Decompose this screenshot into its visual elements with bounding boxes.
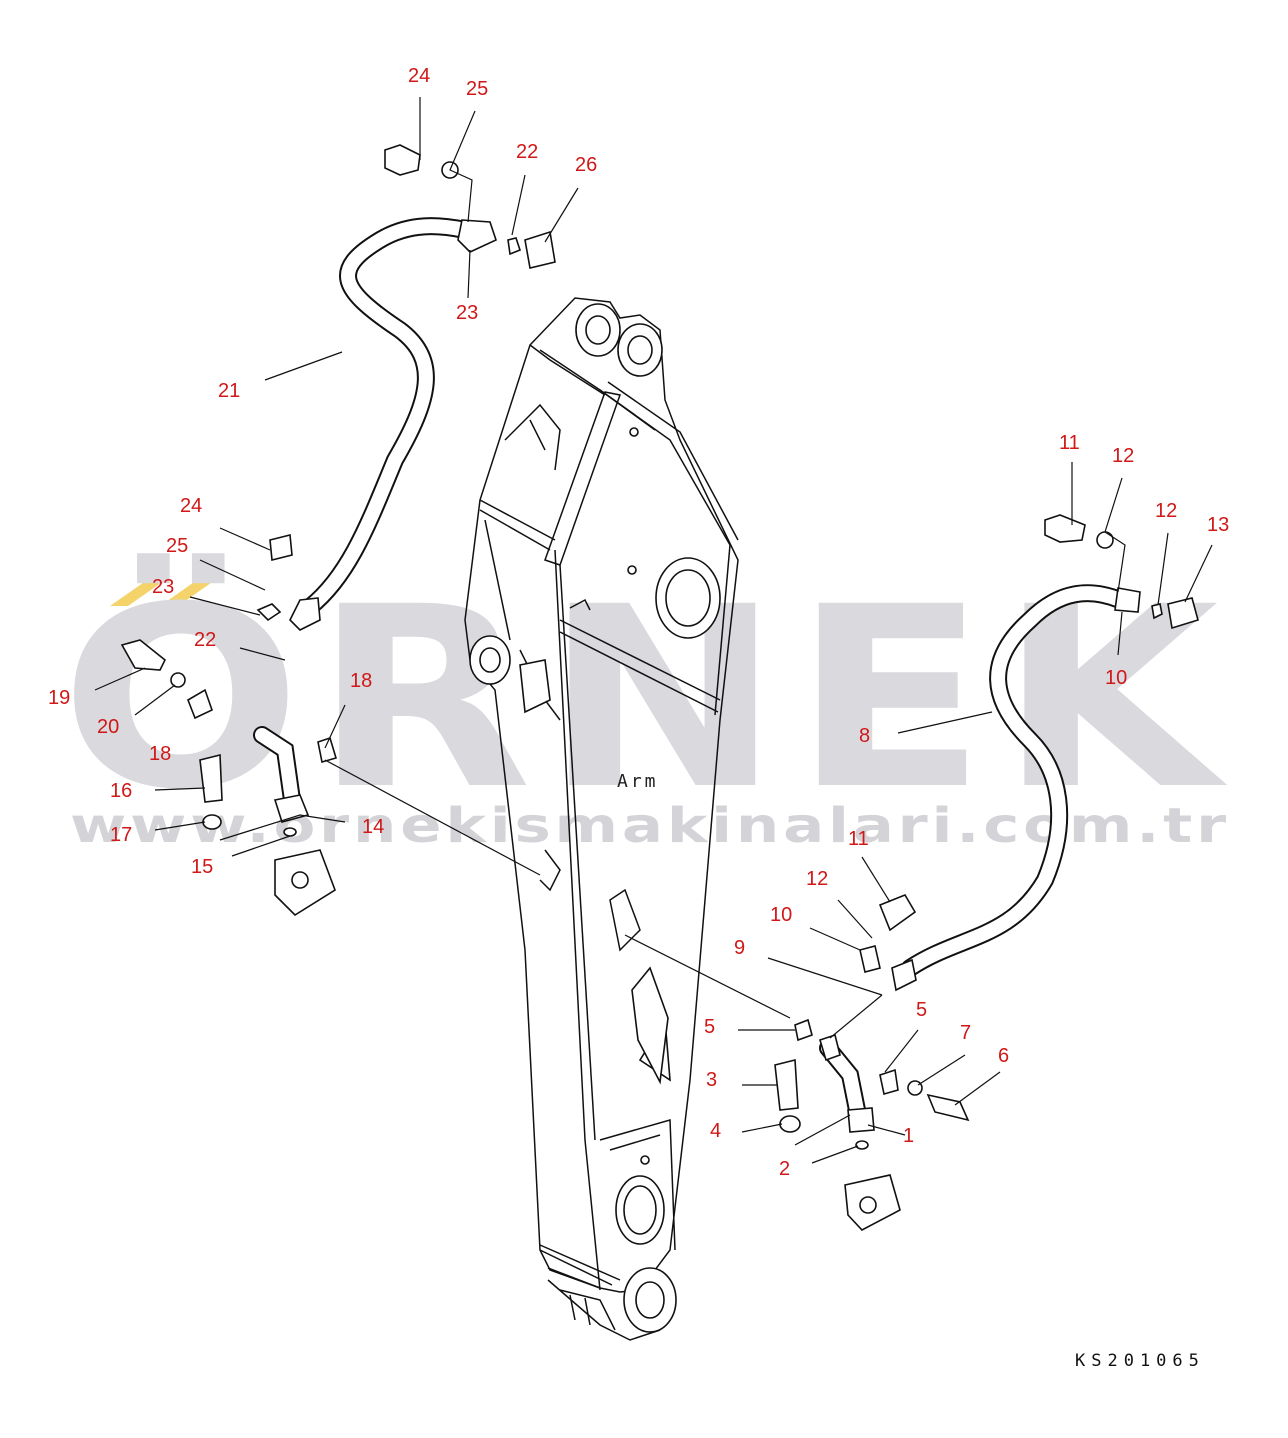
- watermark-accent-left: [110, 578, 168, 606]
- callout-18: 18: [149, 743, 171, 765]
- arm-label: Arm: [617, 771, 659, 792]
- callout-20: 20: [97, 716, 119, 738]
- callout-5: 5: [916, 999, 927, 1021]
- callout-25: 25: [166, 535, 188, 557]
- callout-23: 23: [456, 302, 478, 324]
- callout-10: 10: [1105, 667, 1127, 689]
- callout-2: 2: [779, 1158, 790, 1180]
- callout-11: 11: [1059, 432, 1080, 454]
- callout-11: 11: [848, 828, 869, 850]
- callout-15: 15: [191, 856, 213, 878]
- valve-group-right: [774, 1018, 970, 1231]
- callout-1: 1: [903, 1125, 914, 1147]
- watermark-brand: ÖRNEK: [60, 553, 1230, 844]
- callout-9: 9: [734, 937, 745, 959]
- callouts: 24 25 22 26 23 21 24 25 23 22 19 20 18 1…: [48, 65, 1229, 1180]
- callout-14: 14: [362, 816, 384, 838]
- callout-22: 22: [194, 629, 216, 651]
- callout-25: 25: [466, 78, 488, 100]
- callout-10: 10: [770, 904, 792, 926]
- hose-assembly-8: [859, 514, 1199, 992]
- callout-12: 12: [806, 868, 828, 890]
- callout-24: 24: [180, 495, 202, 517]
- callout-8: 8: [859, 725, 870, 747]
- callout-26: 26: [575, 154, 597, 176]
- callout-6: 6: [998, 1045, 1009, 1067]
- callout-24: 24: [408, 65, 430, 87]
- callout-4: 4: [710, 1120, 721, 1142]
- arm-body: Arm: [464, 297, 739, 1341]
- callout-19: 19: [48, 687, 70, 709]
- drawing-code: KS201065: [1075, 1351, 1205, 1371]
- callout-12: 12: [1155, 500, 1177, 522]
- callout-23: 23: [152, 576, 174, 598]
- hose-assembly-21: [256, 144, 556, 631]
- callout-5: 5: [704, 1016, 715, 1038]
- callout-16: 16: [110, 780, 132, 802]
- callout-7: 7: [960, 1022, 971, 1044]
- watermark-accent-right: [160, 578, 218, 606]
- callout-18: 18: [350, 670, 372, 692]
- callout-21: 21: [218, 380, 240, 402]
- callout-12: 12: [1112, 445, 1134, 467]
- callout-3: 3: [706, 1069, 717, 1091]
- leader-lines: [94, 97, 1213, 1164]
- valve-group-left: [120, 639, 337, 917]
- callout-13: 13: [1207, 514, 1229, 536]
- callout-22: 22: [516, 141, 538, 163]
- callout-17: 17: [110, 824, 132, 846]
